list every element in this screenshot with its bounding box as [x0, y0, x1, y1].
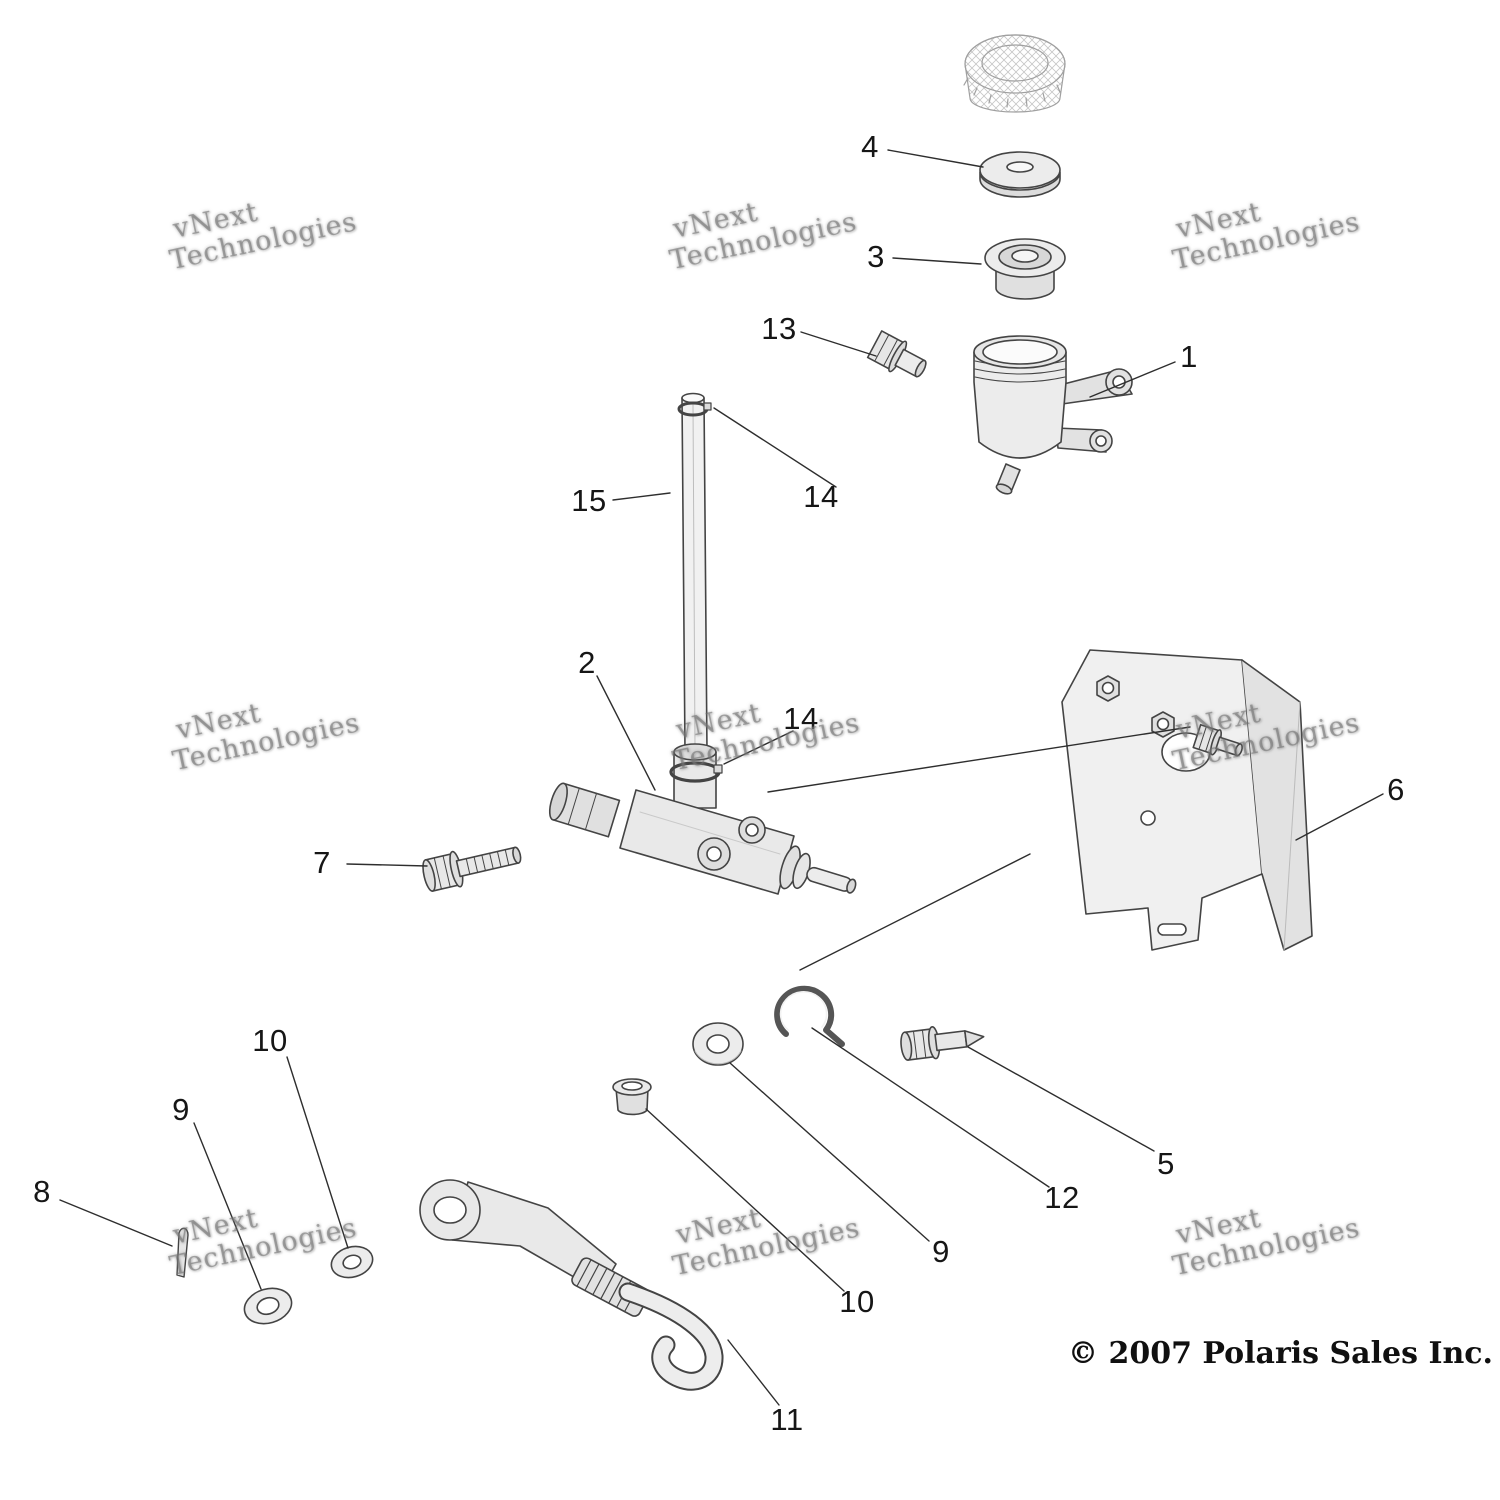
callout-5: 5: [1157, 1146, 1175, 1181]
callout-12: 12: [1044, 1180, 1080, 1215]
part-7-bolt-drawing: [422, 846, 522, 892]
callout-3: 3: [867, 239, 885, 274]
callout-9-left: 9: [172, 1092, 190, 1127]
callout-10-right: 10: [839, 1284, 875, 1319]
callout-2: 2: [578, 645, 596, 680]
part-3-diaphragm-drawing: [984, 238, 1066, 300]
callout-11: 11: [770, 1402, 804, 1437]
part-9-washer-right-drawing: [692, 1022, 744, 1066]
copyright-text: © 2007 Polaris Sales Inc.: [1068, 1336, 1493, 1371]
callout-13: 13: [761, 311, 797, 346]
callout-4: 4: [861, 129, 879, 164]
part-9-washer-left-drawing: [243, 1287, 293, 1325]
part-15-tube-drawing: [677, 392, 712, 753]
part-8-pin-drawing: [176, 1227, 189, 1278]
callout-10-left: 10: [252, 1023, 288, 1058]
callout-7: 7: [313, 845, 331, 880]
callout-9-right: 9: [932, 1234, 950, 1269]
callout-8: 8: [33, 1174, 51, 1209]
reservoir-cap-drawing: [963, 34, 1066, 113]
callout-15: 15: [571, 483, 607, 518]
part-4-diaphragm-plate-drawing: [979, 151, 1061, 198]
part-5-bolt-drawing: [900, 1026, 985, 1061]
leader-lines: [59, 149, 1384, 1406]
part-6-bracket-drawing: [1061, 649, 1313, 951]
part-11-pedal-drawing: [419, 1179, 724, 1391]
callout-6: 6: [1387, 772, 1405, 807]
callout-14-lower: 14: [783, 701, 819, 736]
callout-14-top: 14: [803, 479, 839, 514]
part-2-master-cylinder-drawing: [548, 743, 857, 895]
part-1-reservoir-drawing: [973, 335, 1133, 495]
part-10-washer-left-drawing: [330, 1245, 374, 1279]
bracket-mount-bolt-drawing: [1192, 723, 1243, 757]
callout-1: 1: [1180, 339, 1198, 374]
part-10-bushing-drawing: [612, 1078, 652, 1116]
part-13-bolt-drawing: [866, 330, 927, 378]
part-12-spring-clip-drawing: [774, 985, 845, 1047]
